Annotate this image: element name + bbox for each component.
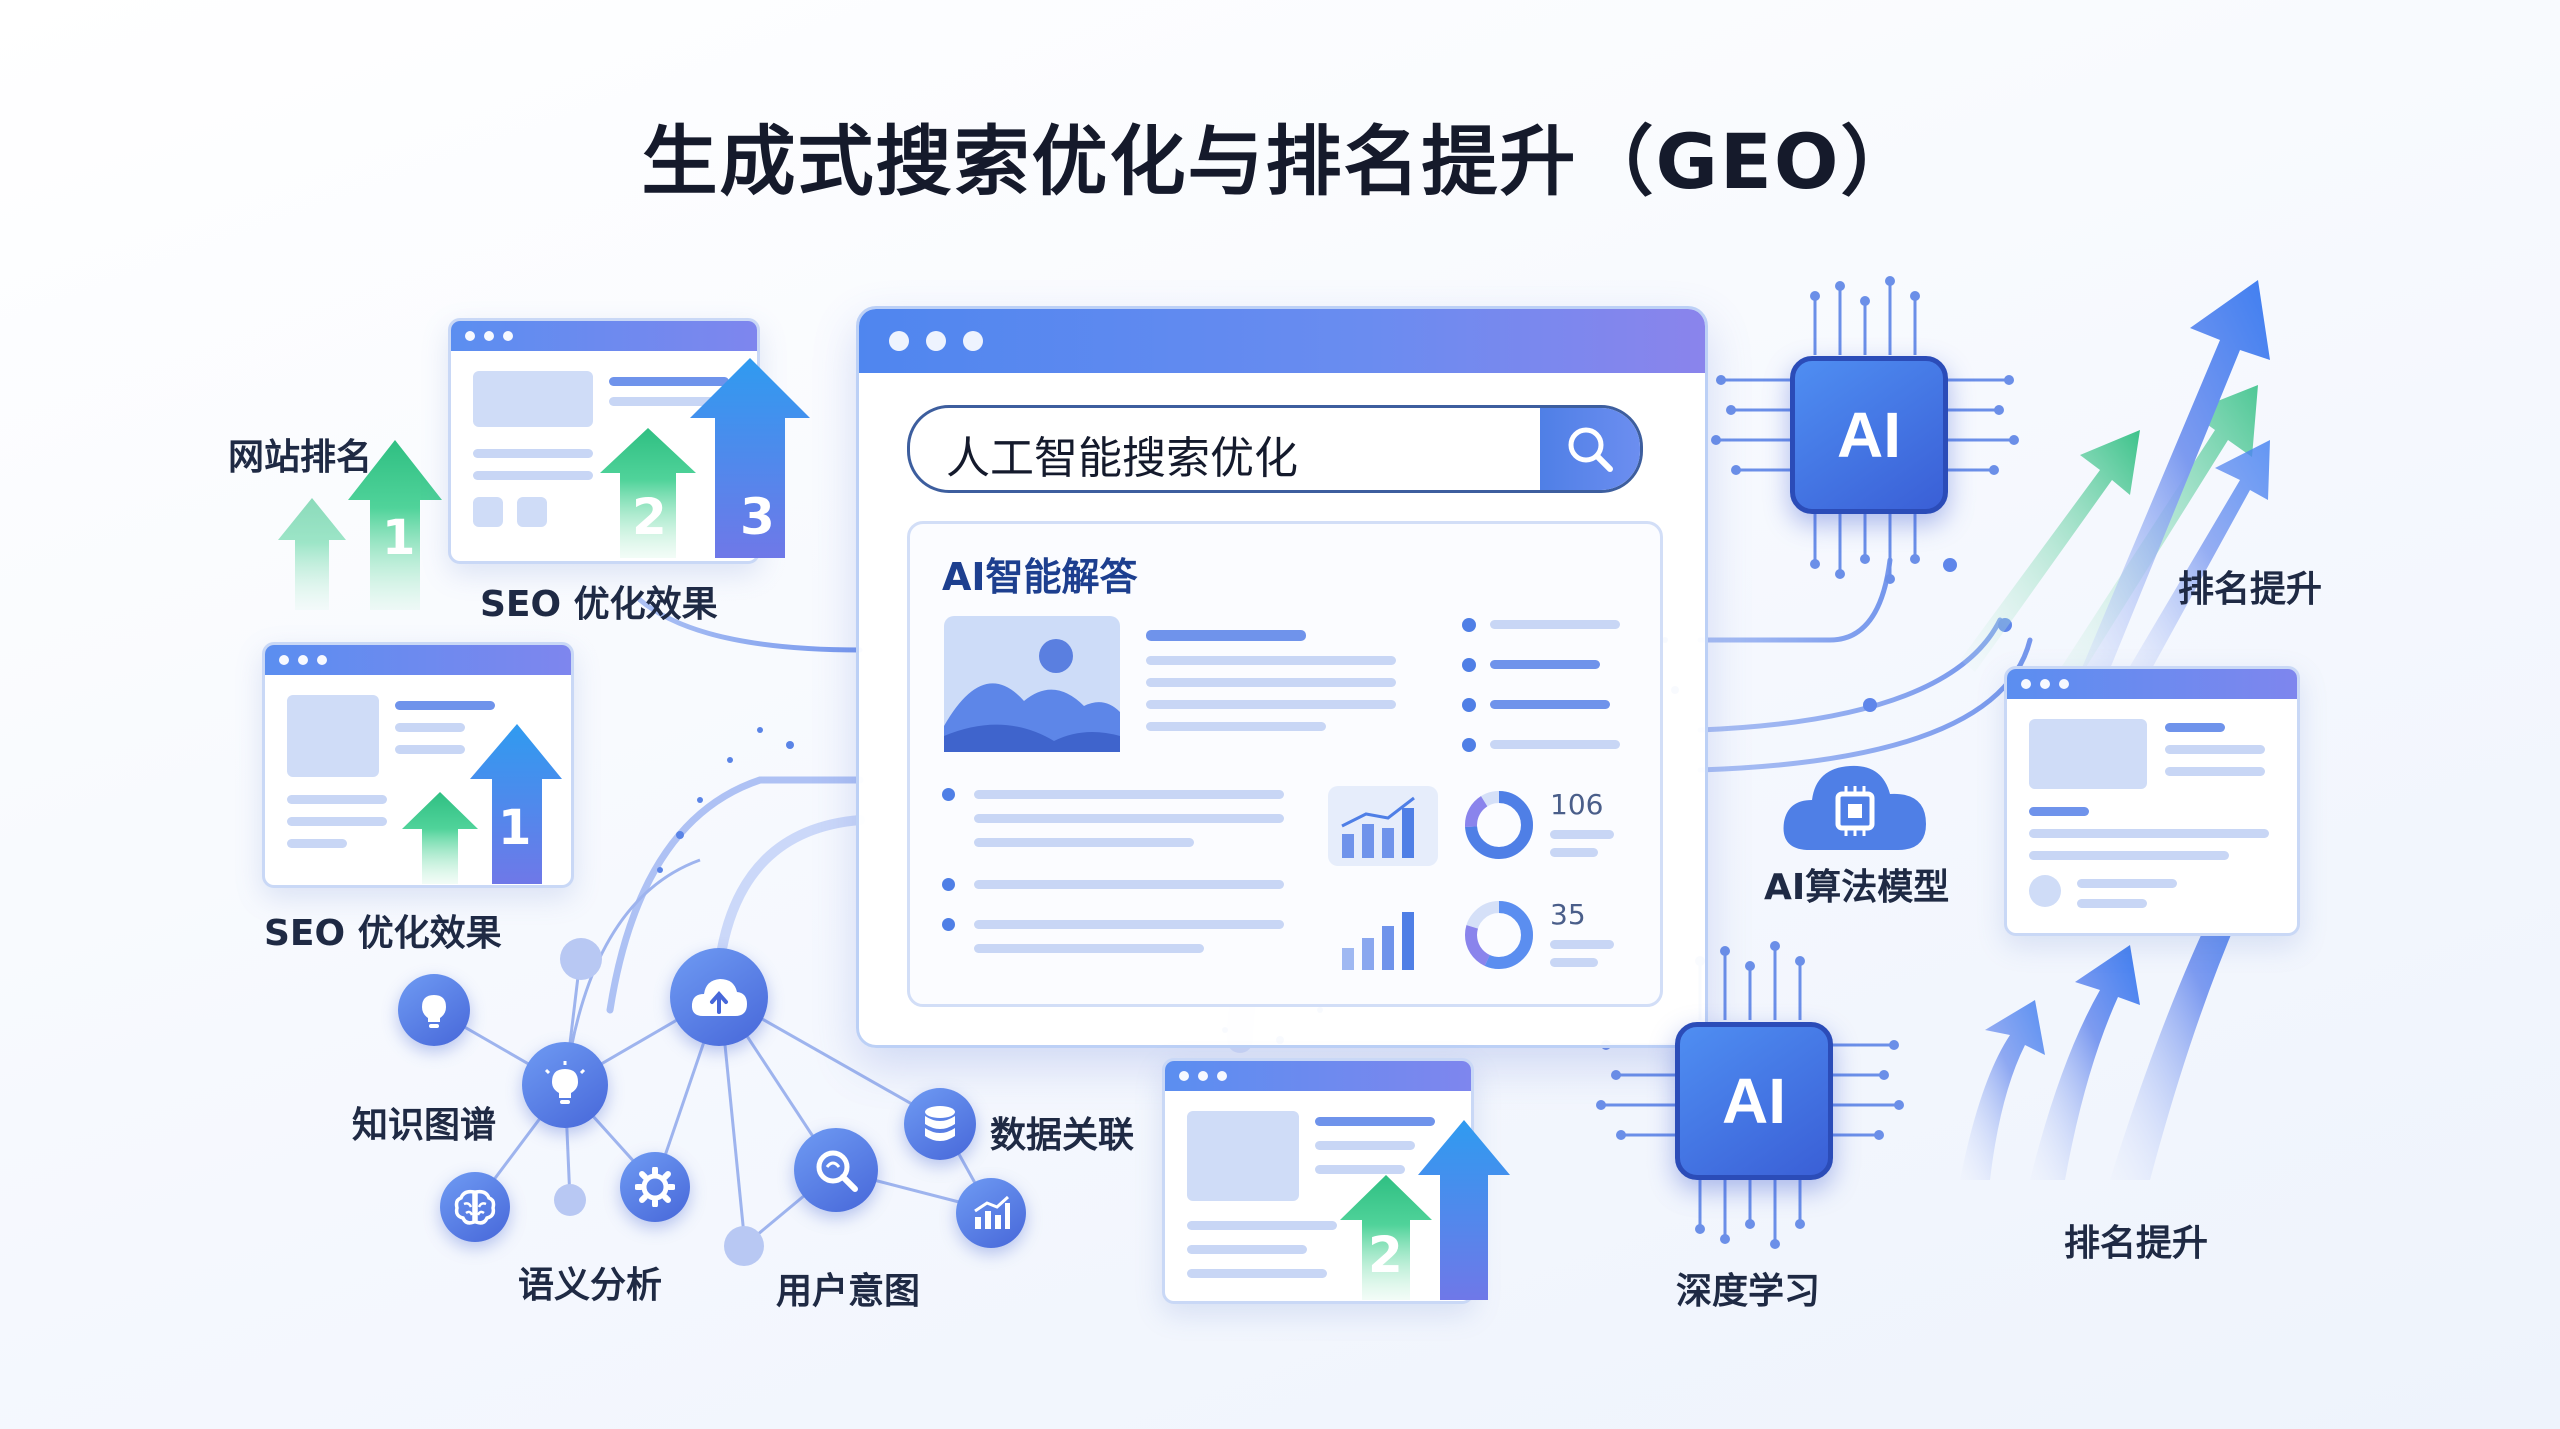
analytics-node: [956, 1178, 1026, 1248]
seo-top-rank-arrows: [600, 358, 810, 558]
main-search-window: 人工智能搜索优化 AI智能解答: [856, 306, 1708, 1048]
ranking-arrows-top: [1960, 280, 2270, 730]
website-ranking-arrows: [278, 440, 442, 610]
ai-chip-top-label: AI: [1837, 399, 1901, 471]
lightbulb-icon: [544, 1061, 586, 1104]
rank-number-1-left: 1: [498, 800, 532, 856]
label-knowledge-graph: 知识图谱: [352, 1105, 497, 1146]
rank-number-website: 1: [382, 510, 416, 566]
gear-node: [620, 1152, 690, 1222]
database-icon: [925, 1106, 955, 1141]
image-placeholder: [2029, 719, 2147, 789]
image-placeholder: [1187, 1111, 1299, 1201]
label-seo-effect-top: SEO 优化效果: [480, 584, 718, 625]
magnifier-icon: [816, 1150, 858, 1192]
stat-value-2: 35: [1550, 898, 1586, 931]
donut-chart-icon: [1465, 901, 1533, 969]
search-button[interactable]: [1540, 408, 1640, 490]
label-seo-effect-left: SEO 优化效果: [264, 913, 502, 954]
window-titlebar: [1165, 1061, 1471, 1091]
label-ai-algorithm-model: AI算法模型: [1764, 867, 1950, 908]
ai-chip-top: AI: [1790, 356, 1948, 514]
window-titlebar: [265, 645, 571, 675]
chip-traces-bottom: [1605, 950, 1895, 1240]
donut-chart-icon: [1465, 791, 1533, 859]
label-website-ranking: 网站排名: [228, 437, 373, 478]
lightbulb-icon: [422, 995, 446, 1028]
seo-left-rank-arrows: [402, 724, 562, 884]
ai-answer-title: AI智能解答: [942, 555, 1138, 599]
network-bubble: [724, 1226, 764, 1266]
label-user-intent: 用户意图: [776, 1271, 921, 1312]
image-placeholder: [473, 371, 593, 427]
search-box[interactable]: 人工智能搜索优化: [907, 405, 1643, 493]
network-bubble: [560, 938, 602, 980]
seo-window-top: [448, 318, 760, 564]
window-titlebar: [451, 321, 757, 351]
rank-number-3-top: 3: [740, 488, 775, 546]
network-bubble: [554, 1184, 586, 1216]
result-window-right: [2004, 666, 2300, 936]
lightbulb-node: [398, 974, 470, 1046]
image-icon: [944, 616, 1120, 752]
search-input[interactable]: 人工智能搜索优化: [946, 433, 1298, 484]
bar-chart-icon: [974, 1195, 1010, 1229]
ai-chip-bottom: AI: [1675, 1022, 1833, 1180]
cloud-upload-node: [670, 948, 768, 1046]
bar-chart-icon: [1328, 786, 1438, 866]
cloud-cpu-icon: [1783, 765, 1926, 850]
ai-chip-bottom-label: AI: [1722, 1065, 1786, 1137]
data-association-node: [904, 1088, 976, 1160]
brain-icon: [454, 1189, 496, 1225]
gear-icon: [635, 1167, 675, 1207]
label-ranking-up-top: 排名提升: [2178, 569, 2323, 610]
rank-number-2-bottom: 2: [1368, 1226, 1403, 1284]
image-placeholder: [287, 695, 379, 777]
label-ranking-up-bottom: 排名提升: [2064, 1223, 2209, 1264]
main-window-titlebar: [859, 309, 1705, 373]
stat-value-1: 106: [1550, 788, 1604, 821]
ai-answer-panel: AI智能解答: [907, 521, 1663, 1007]
page-title: 生成式搜索优化与排名提升（GEO）: [641, 117, 1919, 206]
knowledge-graph-node: [522, 1042, 608, 1128]
bar-chart-icon: [1342, 912, 1414, 970]
window-titlebar: [2007, 669, 2297, 699]
label-deep-learning: 深度学习: [1676, 1271, 1821, 1312]
bottom-rank-arrows: [1340, 1120, 1510, 1300]
label-semantic-analysis: 语义分析: [518, 1265, 663, 1306]
cloud-upload-icon: [691, 979, 747, 1016]
search-icon: [1568, 427, 1613, 472]
rank-number-2-top: 2: [632, 488, 667, 546]
user-intent-node: [794, 1128, 878, 1212]
label-data-association: 数据关联: [990, 1115, 1135, 1156]
result-window-bottom: [1162, 1058, 1474, 1304]
semantic-analysis-node: [440, 1172, 510, 1242]
ranking-arrows-bottom: [1960, 860, 2262, 1180]
